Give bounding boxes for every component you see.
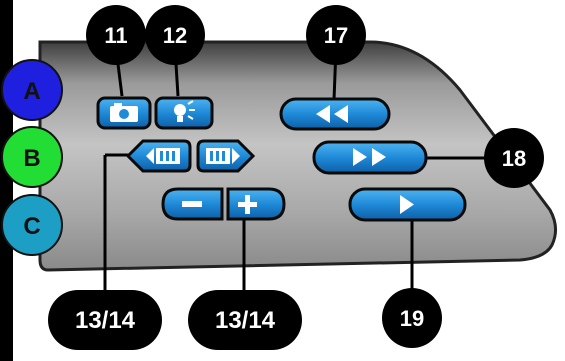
callout-11: 11: [86, 5, 146, 65]
side-button-b-label: B: [23, 145, 40, 172]
light-button[interactable]: [154, 96, 214, 130]
callout-18: 18: [484, 128, 544, 188]
minus-icon: [182, 201, 202, 207]
side-button-c-label: C: [23, 213, 40, 240]
callout-13-14-right-label: 13/14: [215, 307, 276, 334]
frame-back-button[interactable]: [125, 139, 192, 173]
callout-17: 17: [306, 5, 366, 65]
plus-icon: [238, 195, 257, 214]
side-button-a[interactable]: A: [1, 59, 63, 121]
callout-18-label: 18: [502, 146, 526, 171]
play-icon: [400, 195, 414, 214]
fast-forward-button[interactable]: [312, 140, 428, 175]
film-forward-icon: [206, 148, 240, 164]
callout-12: 12: [145, 5, 205, 65]
side-button-a-label: A: [23, 78, 40, 105]
camera-icon: [110, 103, 138, 122]
callout-11-label: 11: [104, 23, 127, 48]
fast-forward-icon: [353, 148, 386, 166]
left-edge-bar: [0, 0, 13, 361]
snapshot-button[interactable]: [96, 96, 152, 130]
plus-button[interactable]: [226, 187, 286, 221]
callout-13-14-right: 13/14: [188, 290, 302, 350]
rewind-button[interactable]: [279, 97, 391, 131]
minus-button[interactable]: [161, 187, 224, 221]
callout-12-label: 12: [163, 23, 187, 48]
side-button-b[interactable]: B: [1, 126, 63, 188]
callout-19: 19: [382, 288, 442, 348]
frame-forward-button[interactable]: [196, 139, 256, 173]
callout-13-14-left: 13/14: [48, 290, 162, 350]
lamp-icon: [174, 100, 195, 122]
rewind-icon: [316, 105, 348, 123]
callout-17-label: 17: [324, 23, 348, 48]
callout-13-14-left-label: 13/14: [75, 307, 136, 334]
side-button-c[interactable]: C: [1, 194, 63, 256]
callout-19-label: 19: [400, 306, 424, 331]
film-back-icon: [146, 148, 180, 164]
play-button[interactable]: [348, 187, 467, 222]
